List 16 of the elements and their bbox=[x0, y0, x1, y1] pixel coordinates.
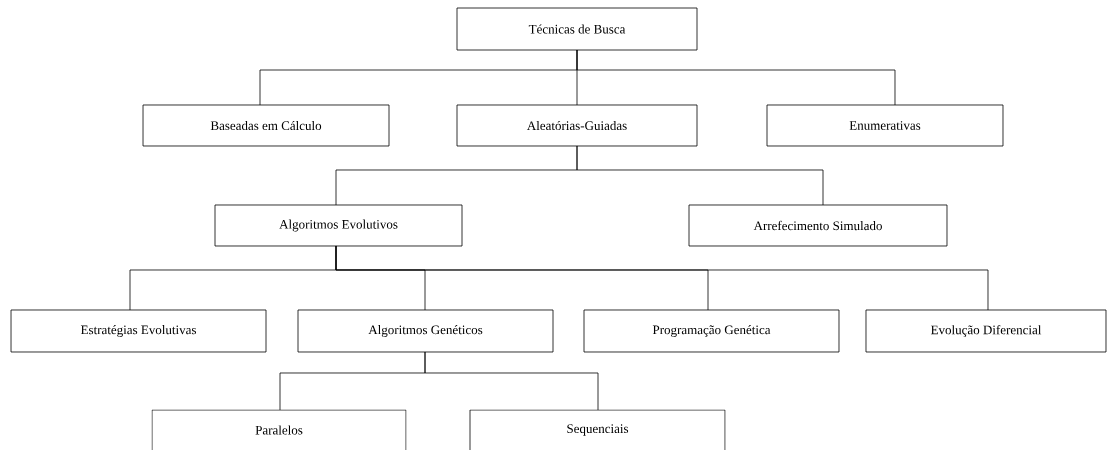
box: Baseadas em Cálculo bbox=[142, 104, 390, 147]
box: Algoritmos Evolutivos bbox=[214, 204, 463, 247]
box: Programação Genética bbox=[583, 309, 840, 353]
connector bbox=[576, 49, 896, 106]
box: Enumerativas bbox=[766, 104, 1004, 147]
box: Estratégias Evolutivas bbox=[10, 309, 267, 353]
connector bbox=[424, 351, 599, 411]
connector bbox=[576, 145, 824, 206]
box: Algoritmos Genéticos bbox=[297, 309, 554, 353]
connector bbox=[335, 245, 989, 311]
box: Evolução Diferencial bbox=[865, 309, 1107, 353]
box: Sequenciais bbox=[469, 409, 726, 450]
box: Paralelos bbox=[151, 409, 407, 450]
box: Arrefecimento Simulado bbox=[688, 204, 948, 247]
box: Técnicas de Busca bbox=[456, 7, 698, 51]
box: Aleatórias-Guiadas bbox=[456, 104, 698, 147]
